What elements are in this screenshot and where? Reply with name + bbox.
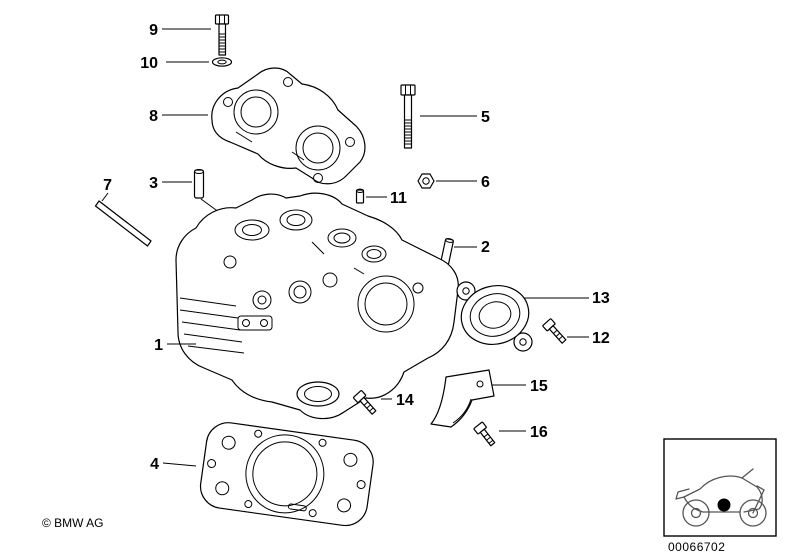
part-14-screw [352, 390, 377, 415]
leader-7 [101, 192, 109, 202]
callout-10[interactable]: 10 [140, 55, 158, 72]
part-12-screw [542, 318, 567, 344]
highlight-dot [717, 498, 731, 512]
leader-4 [162, 462, 197, 467]
callout-7[interactable]: 7 [103, 177, 112, 194]
part-11-sleeve [355, 188, 365, 204]
part-4-gasket [199, 422, 374, 527]
callout-1[interactable]: 1 [154, 337, 163, 354]
callout-16[interactable]: 16 [530, 424, 548, 441]
callout-11[interactable]: 11 [390, 190, 407, 207]
callout-2[interactable]: 2 [481, 239, 490, 256]
part-6-nut [417, 173, 435, 189]
callout-15[interactable]: 15 [530, 378, 548, 395]
part-15-bracket [430, 369, 495, 428]
callout-9[interactable]: 9 [149, 22, 158, 39]
part-7-rod [94, 200, 152, 247]
callout-6[interactable]: 6 [481, 174, 490, 191]
part-13-cover-flange [456, 281, 533, 352]
callout-14[interactable]: 14 [396, 392, 414, 409]
part-3-stud [193, 169, 205, 199]
part-10-washer [211, 57, 233, 67]
image-number: 00066702 [668, 540, 725, 554]
part-8-camshaft-carrier [211, 67, 366, 185]
callout-8[interactable]: 8 [149, 108, 158, 125]
callout-4[interactable]: 4 [150, 456, 159, 473]
part-9-bolt [214, 14, 230, 56]
callout-5[interactable]: 5 [481, 109, 490, 126]
model-thumbnail [663, 438, 777, 537]
part-16-screw [473, 421, 496, 447]
callout-3[interactable]: 3 [149, 175, 158, 192]
callout-12[interactable]: 12 [592, 330, 610, 347]
motorcycle-icon [675, 468, 767, 527]
copyright-text: © BMW AG [42, 516, 104, 530]
callout-13[interactable]: 13 [592, 290, 610, 307]
part-1-cylinder-head [175, 192, 459, 420]
part-5-bolt [400, 84, 416, 149]
